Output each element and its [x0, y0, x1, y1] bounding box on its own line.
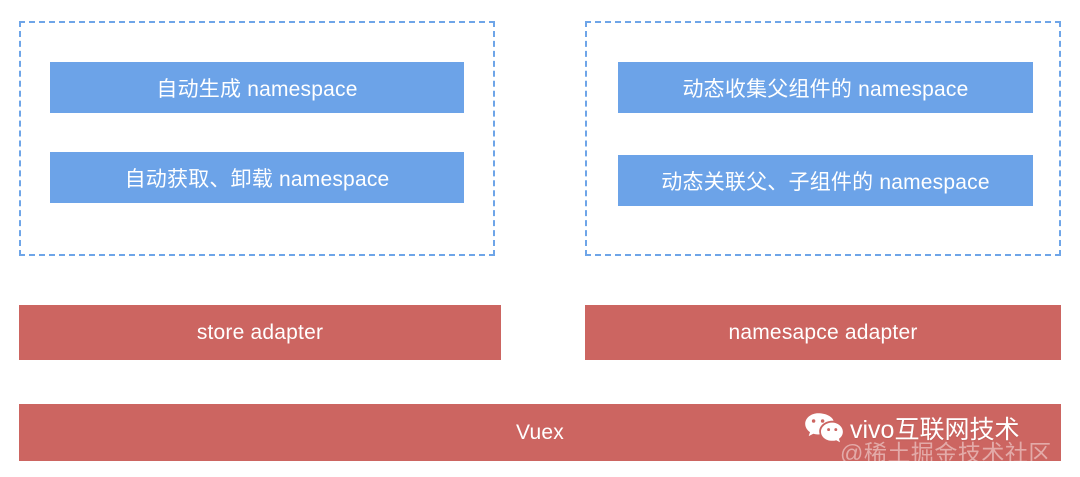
layer-vuex-base: Vuex: [19, 404, 1061, 461]
layer-namespace-adapter: namesapce adapter: [585, 305, 1061, 360]
layer-store-adapter: store adapter: [19, 305, 501, 360]
layer-label: namesapce adapter: [728, 320, 918, 344]
feature-box-link-parent-child-namespace: 动态关联父、子组件的 namespace: [618, 155, 1033, 206]
layer-label: Vuex: [516, 420, 564, 444]
feature-box-collect-parent-namespace: 动态收集父组件的 namespace: [618, 62, 1033, 113]
feature-box-label: 自动生成 namespace: [156, 77, 358, 101]
feature-box-label: 动态关联父、子组件的 namespace: [661, 170, 990, 194]
dashed-group-right: [585, 21, 1061, 256]
feature-box-label: 动态收集父组件的 namespace: [682, 77, 969, 101]
feature-box-auto-load-unload-namespace: 自动获取、卸载 namespace: [50, 152, 464, 203]
layer-label: store adapter: [196, 320, 324, 344]
feature-box-label: 自动获取、卸载 namespace: [124, 167, 390, 191]
dashed-group-left: [19, 21, 495, 256]
feature-box-auto-generate-namespace: 自动生成 namespace: [50, 62, 464, 113]
